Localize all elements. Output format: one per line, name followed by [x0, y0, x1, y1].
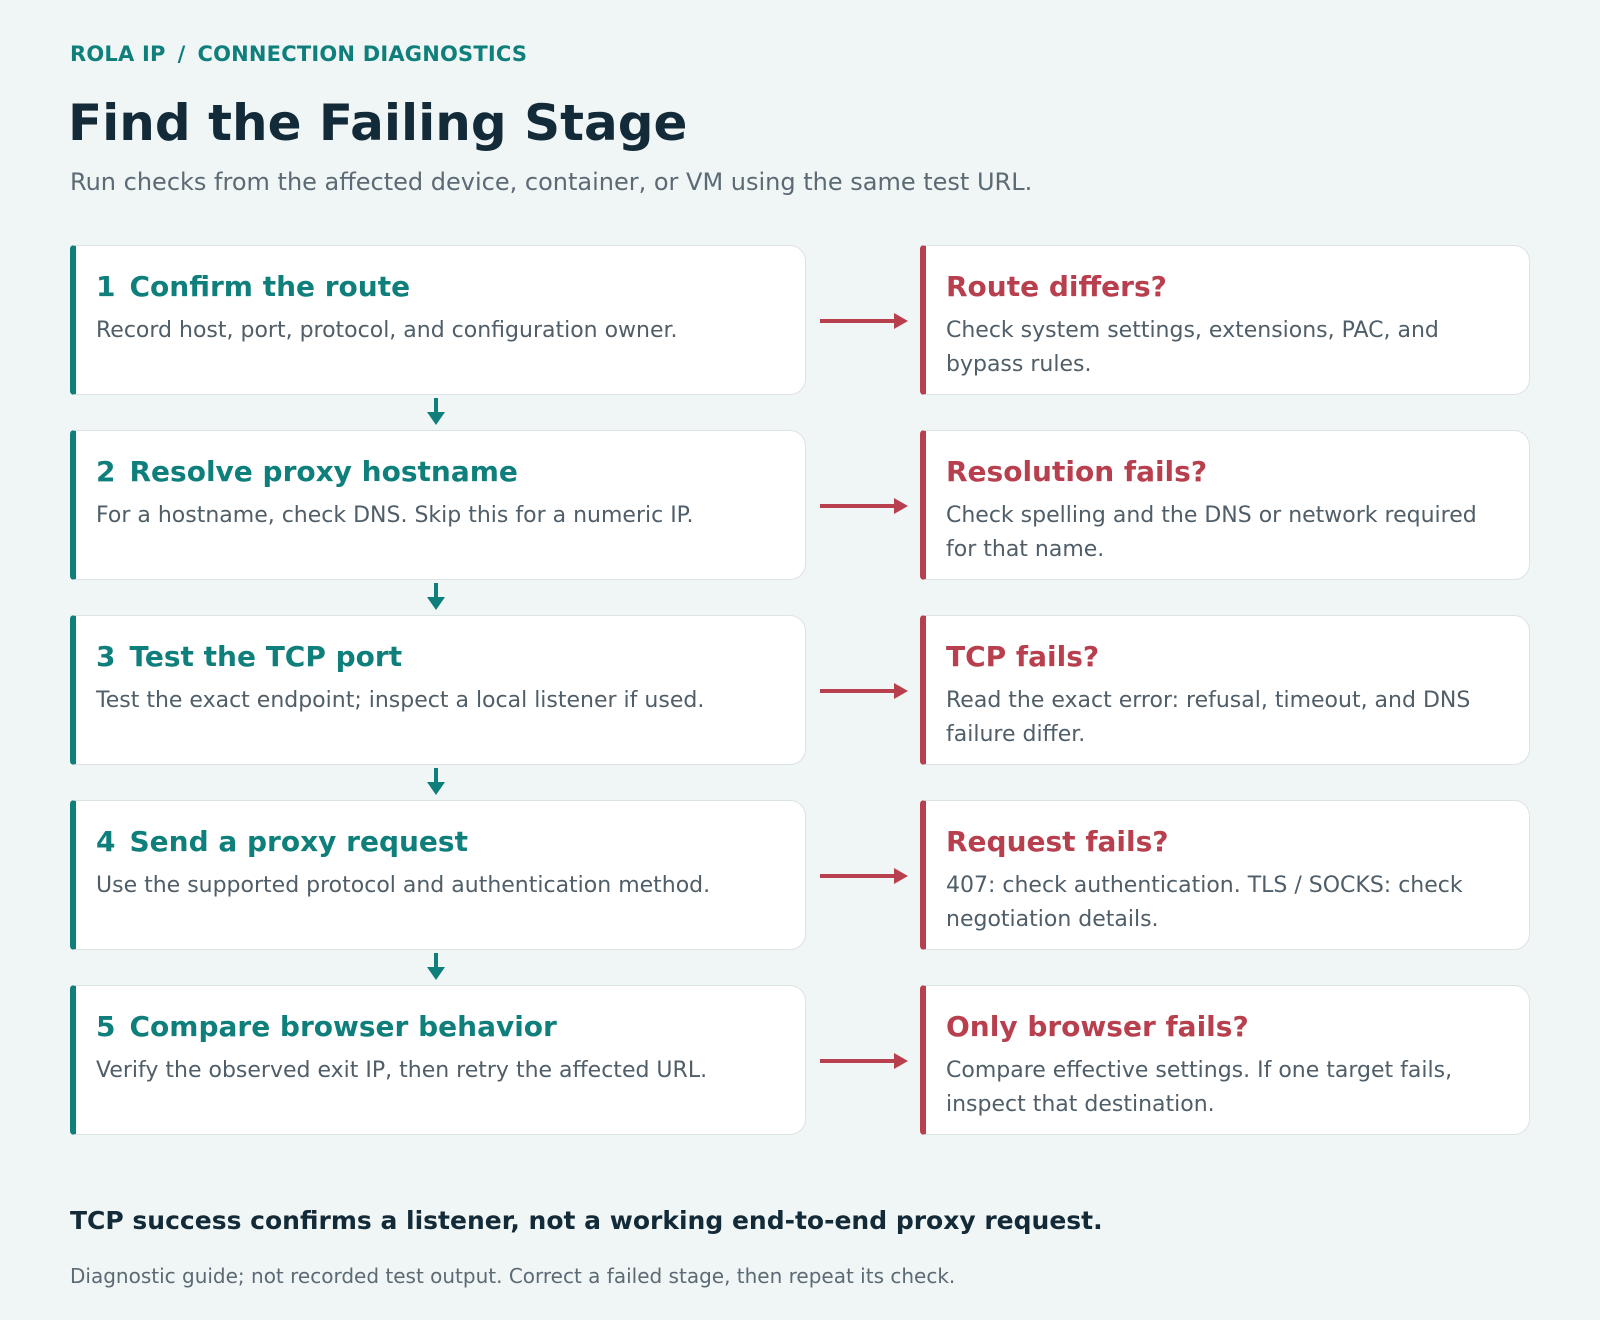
- step-card-4: 4 Send a proxy request Use the supported …: [70, 800, 806, 950]
- step-number: 5: [96, 1010, 116, 1043]
- step-description: Verify the observed exit IP, then retry …: [96, 1058, 708, 1083]
- arrow-right-icon: [820, 683, 908, 699]
- arrow-down-icon: [427, 583, 445, 610]
- step-description: Record host, port, protocol, and configu…: [96, 318, 678, 343]
- arrow-right-icon: [820, 498, 908, 514]
- arrow-down-icon: [427, 768, 445, 795]
- step-heading: 5 Compare browser behavior: [96, 1010, 781, 1044]
- step-number: 1: [96, 270, 116, 303]
- step-heading: 3 Test the TCP port: [96, 640, 781, 674]
- breadcrumb: ROLA IP / CONNECTION DIAGNOSTICS: [70, 42, 527, 66]
- failure-card-1: Route differs? Check system settings, ex…: [920, 245, 1530, 395]
- failure-card-5: Only browser fails? Compare effective se…: [920, 985, 1530, 1135]
- step-heading: 4 Send a proxy request: [96, 825, 781, 859]
- breadcrumb-section: CONNECTION DIAGNOSTICS: [197, 42, 528, 66]
- step-title: Send a proxy request: [129, 825, 468, 858]
- failure-description: Compare effective settings. If one targe…: [946, 1058, 1453, 1117]
- arrow-right-icon: [820, 868, 908, 884]
- failure-description: 407: check authentication. TLS / SOCKS: …: [946, 873, 1463, 932]
- step-description: For a hostname, check DNS. Skip this for…: [96, 503, 694, 528]
- failure-description: Check system settings, extensions, PAC, …: [946, 318, 1439, 377]
- step-heading: 1 Confirm the route: [96, 270, 781, 304]
- step-heading: 2 Resolve proxy hostname: [96, 455, 781, 489]
- failure-description: Read the exact error: refusal, timeout, …: [946, 688, 1471, 747]
- failure-description: Check spelling and the DNS or network re…: [946, 503, 1477, 562]
- step-number: 4: [96, 825, 116, 858]
- failure-title: Only browser fails?: [946, 1010, 1249, 1043]
- caption: Diagnostic guide; not recorded test outp…: [70, 1264, 956, 1288]
- arrow-down-icon: [427, 953, 445, 980]
- step-card-1: 1 Confirm the route Record host, port, pr…: [70, 245, 806, 395]
- failure-title: TCP fails?: [946, 640, 1100, 673]
- step-title: Compare browser behavior: [129, 1010, 557, 1043]
- step-card-2: 2 Resolve proxy hostname For a hostname, …: [70, 430, 806, 580]
- page-title: Find the Failing Stage: [68, 94, 688, 152]
- failure-title: Resolution fails?: [946, 455, 1208, 488]
- step-title: Resolve proxy hostname: [129, 455, 518, 488]
- step-title: Test the TCP port: [129, 640, 403, 673]
- step-description: Test the exact endpoint; inspect a local…: [96, 688, 705, 713]
- step-number: 2: [96, 455, 116, 488]
- step-number: 3: [96, 640, 116, 673]
- failure-title: Route differs?: [946, 270, 1167, 303]
- breadcrumb-separator: /: [177, 42, 186, 66]
- step-card-5: 5 Compare browser behavior Verify the obs…: [70, 985, 806, 1135]
- failure-title: Request fails?: [946, 825, 1169, 858]
- page-subtitle: Run checks from the affected device, con…: [70, 168, 1033, 196]
- breadcrumb-brand: ROLA IP: [70, 42, 166, 66]
- arrow-down-icon: [427, 398, 445, 425]
- step-description: Use the supported protocol and authentic…: [96, 873, 711, 898]
- key-note: TCP success confirms a listener, not a w…: [70, 1206, 1103, 1235]
- failure-card-3: TCP fails? Read the exact error: refusal…: [920, 615, 1530, 765]
- arrow-right-icon: [820, 313, 908, 329]
- step-title: Confirm the route: [129, 270, 411, 303]
- failure-card-4: Request fails? 407: check authentication…: [920, 800, 1530, 950]
- failure-card-2: Resolution fails? Check spelling and the…: [920, 430, 1530, 580]
- step-card-3: 3 Test the TCP port Test the exact endpoi…: [70, 615, 806, 765]
- arrow-right-icon: [820, 1053, 908, 1069]
